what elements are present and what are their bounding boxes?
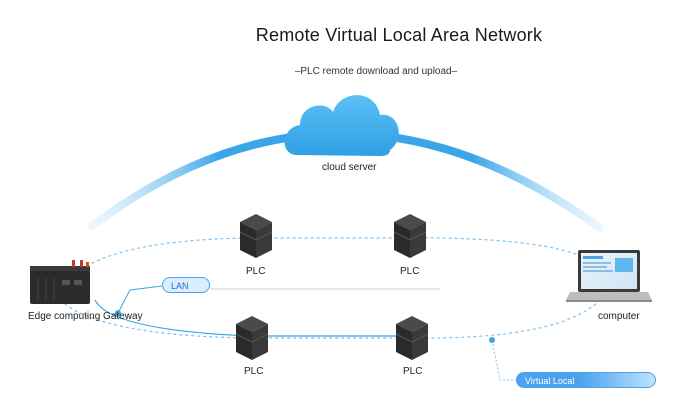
- cloud-label: cloud server: [322, 162, 377, 173]
- cloud-icon: [284, 95, 399, 156]
- plc-icon: [395, 316, 429, 360]
- plc-label: PLC: [403, 366, 423, 377]
- laptop-icon: [566, 250, 652, 302]
- virtual-lan-badge: Virtual Local: [516, 372, 656, 388]
- gateway-label: Edge computing Gateway: [28, 311, 143, 322]
- plc-label: PLC: [400, 266, 420, 277]
- vlan-connector-dot: [489, 337, 495, 343]
- upper-dashed-link: [59, 237, 601, 291]
- plc-icon: [393, 214, 427, 258]
- vlan-connector: [491, 339, 516, 381]
- lower-dashed-link: [59, 299, 601, 339]
- gateway-icon: [30, 260, 90, 304]
- lan-badge: LAN: [162, 277, 210, 293]
- plc-label: PLC: [244, 366, 264, 377]
- diagram-subtitle: –PLC remote download and upload–: [294, 66, 458, 77]
- diagram-title: Remote Virtual Local Area Network: [255, 25, 543, 45]
- plc-icon: [239, 214, 273, 258]
- plc-label: PLC: [246, 266, 266, 277]
- lan-connector-dot: [115, 310, 121, 316]
- lan-connector: [117, 285, 163, 314]
- computer-label: computer: [598, 311, 640, 322]
- plc-icon: [235, 316, 269, 360]
